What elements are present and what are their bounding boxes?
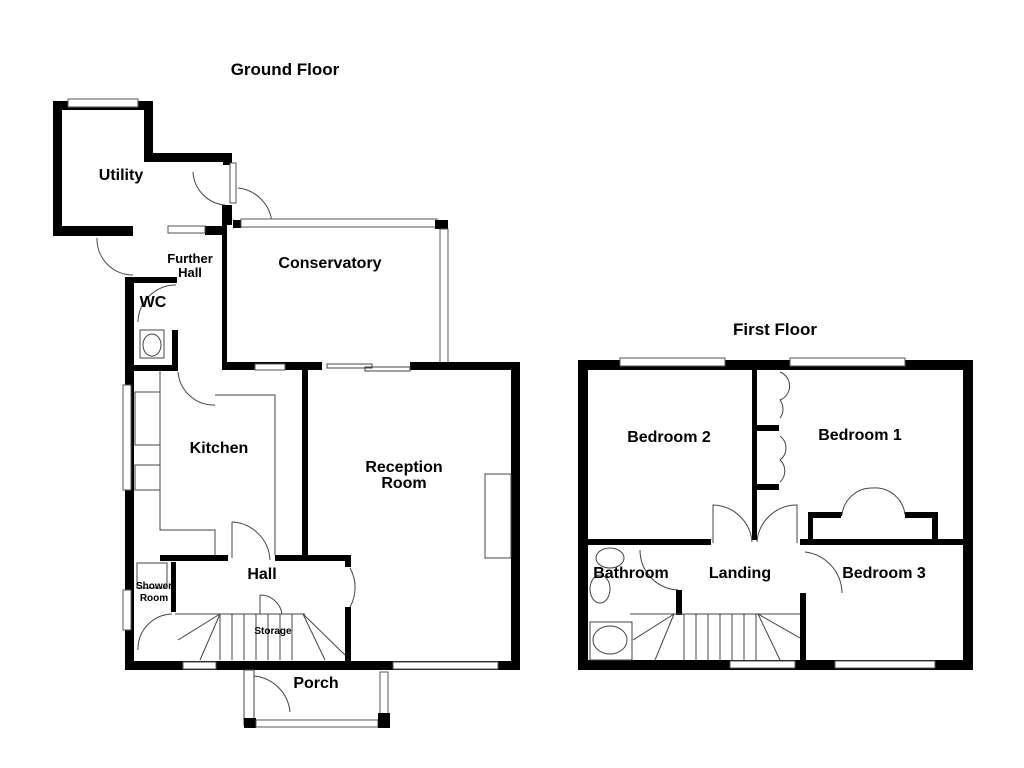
room-label-reception: Reception [365, 459, 442, 476]
first-floor-title: First Floor [733, 320, 817, 339]
room-label-landing: Landing [709, 565, 771, 582]
room-label-conservatory: Conservatory [278, 255, 381, 272]
room-label-hall: Hall [247, 566, 276, 583]
room-label-bedroom-2: Bedroom 2 [627, 429, 711, 446]
room-label-reception-2: Room [381, 475, 426, 492]
room-label-further-hall: Further [167, 251, 213, 266]
ground-floor-plan: Ground Floor Utility Further Hall WC Con… [53, 60, 520, 728]
room-label-bathroom: Bathroom [593, 565, 669, 582]
first-floor-plan: First Floor Bedroom 2 Bedroom 1 Bathroom… [578, 320, 973, 670]
room-label-shower-room-2: Room [140, 593, 168, 604]
room-label-bedroom-1: Bedroom 1 [818, 427, 902, 444]
room-label-utility: Utility [99, 167, 144, 184]
room-label-wc: WC [140, 294, 167, 311]
room-label-further-hall-2: Hall [178, 265, 202, 280]
room-label-porch: Porch [293, 675, 338, 692]
ground-floor-title: Ground Floor [231, 60, 340, 79]
room-label-kitchen: Kitchen [190, 440, 249, 457]
room-label-storage: Storage [254, 626, 292, 637]
room-label-shower-room: Shower [136, 581, 172, 592]
room-label-bedroom-3: Bedroom 3 [842, 565, 926, 582]
